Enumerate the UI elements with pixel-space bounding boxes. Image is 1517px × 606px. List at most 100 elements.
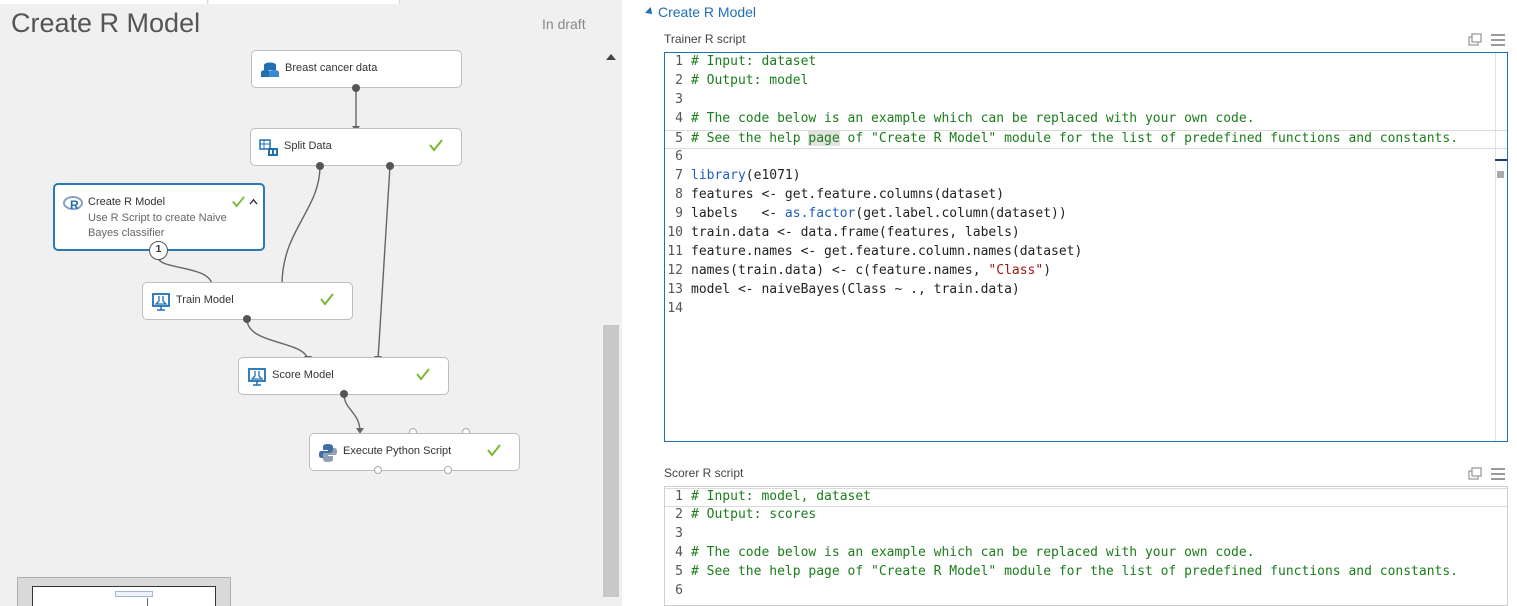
code-text: # Output: scores xyxy=(691,507,817,522)
node-split-data[interactable]: Split Data xyxy=(250,128,462,166)
line-number: 5 xyxy=(675,131,683,146)
check-icon xyxy=(320,293,334,306)
code-line[interactable]: 12 names(train.data) <- c(feature.names, … xyxy=(665,263,1507,282)
line-number: 9 xyxy=(675,206,683,221)
code-line[interactable]: 11 feature.names <- get.feature.column.na… xyxy=(665,244,1507,263)
line-number: 4 xyxy=(675,545,683,560)
code-line[interactable]: 4# The code below is an example which ca… xyxy=(665,111,1507,130)
panel-title[interactable]: Create R Model xyxy=(658,4,757,20)
code-line[interactable]: 6 xyxy=(665,149,1507,168)
tab-1[interactable] xyxy=(0,0,208,4)
code-text: # The code below is an example which can… xyxy=(691,545,1255,560)
split-data-icon xyxy=(259,139,278,156)
tab-2[interactable] xyxy=(209,0,400,4)
vertical-scrollbar[interactable] xyxy=(603,325,619,597)
minimap-edge xyxy=(147,598,148,606)
line-number: 1 xyxy=(675,54,683,69)
code-line[interactable]: 5# See the help page of "Create R Model"… xyxy=(665,130,1507,149)
output-port[interactable] xyxy=(444,466,452,474)
node-train-model[interactable]: Train Model xyxy=(142,282,353,320)
line-number: 11 xyxy=(667,244,683,259)
edge-train-score xyxy=(246,318,309,361)
minimap-viewport[interactable] xyxy=(32,586,216,606)
code-line[interactable]: 2 # Output: scores xyxy=(665,507,1507,526)
check-icon xyxy=(487,444,501,457)
code-text: # Output: model xyxy=(691,73,809,88)
svg-text:R: R xyxy=(70,198,79,212)
node-label: Create R Model xyxy=(88,196,166,208)
line-number: 3 xyxy=(675,526,683,541)
tab-strip xyxy=(0,0,400,4)
line-number: 14 xyxy=(667,301,683,316)
node-label: Breast cancer data xyxy=(285,62,378,74)
output-port[interactable] xyxy=(316,162,324,170)
node-label: Score Model xyxy=(272,369,334,381)
check-icon xyxy=(232,196,245,208)
output-port[interactable] xyxy=(243,315,251,323)
node-label: Split Data xyxy=(284,140,332,152)
editor-scroll-marker xyxy=(1495,159,1507,161)
trainer-tools xyxy=(1468,33,1505,46)
code-line[interactable]: 1 # Input: dataset xyxy=(665,54,1507,73)
code-text: # Input: dataset xyxy=(691,54,817,69)
line-number: 10 xyxy=(667,225,683,240)
line-number: 1 xyxy=(675,489,683,504)
python-icon xyxy=(319,444,337,462)
scorer-script-label: Scorer R script xyxy=(664,466,744,480)
draft-status: In draft xyxy=(542,16,586,32)
code-line[interactable]: 4 # The code below is an example which ca… xyxy=(665,545,1507,564)
editor-scroll-thumb[interactable] xyxy=(1497,171,1504,178)
minimap[interactable] xyxy=(17,577,231,606)
output-port[interactable] xyxy=(340,390,348,398)
code-line[interactable]: 5 # See the help page of "Create R Model"… xyxy=(665,564,1507,583)
badge-number: 1 xyxy=(155,244,162,255)
node-label: Execute Python Script xyxy=(343,445,452,457)
properties-panel: Create R Model Trainer R script 1# Input… xyxy=(622,0,1517,606)
node-score-model[interactable]: Score Model xyxy=(238,357,449,395)
edge-split-score xyxy=(377,165,391,361)
popout-icon xyxy=(1468,467,1482,480)
scorer-tools xyxy=(1468,467,1505,480)
code-text: feature.names <- get.feature.column.name… xyxy=(691,244,1083,259)
line-number: 12 xyxy=(667,263,683,278)
code-line[interactable]: 14 xyxy=(665,301,1507,320)
check-icon xyxy=(429,139,443,152)
menu-icon xyxy=(1491,34,1505,46)
output-port[interactable] xyxy=(374,466,382,474)
line-number: 6 xyxy=(675,149,683,164)
line-number: 7 xyxy=(675,168,683,183)
code-line[interactable]: 2# Output: model xyxy=(665,73,1507,92)
collapse-caret-icon[interactable] xyxy=(645,7,655,17)
code-line[interactable]: 1# Input: model, dataset xyxy=(665,488,1507,507)
code-line[interactable]: 6 xyxy=(665,583,1507,602)
line-number: 2 xyxy=(675,507,683,522)
node-breast-cancer-data[interactable]: Breast cancer data xyxy=(251,50,462,88)
code-line[interactable]: 7 library(e1071) xyxy=(665,168,1507,187)
score-model-icon xyxy=(248,368,266,386)
node-execute-python-script[interactable]: Execute Python Script xyxy=(309,433,520,471)
menu-icon xyxy=(1491,468,1505,480)
code-text: # See the help page of "Create R Model" … xyxy=(691,564,1459,579)
code-text: library(e1071) xyxy=(691,168,801,183)
code-line[interactable]: 3 xyxy=(665,526,1507,545)
output-port[interactable] xyxy=(352,84,360,92)
collapse-icon[interactable] xyxy=(249,198,258,205)
experiment-canvas[interactable]: Create R Model In draft xyxy=(0,0,622,606)
scroll-up-icon[interactable] xyxy=(606,54,616,60)
code-line[interactable]: 3 xyxy=(665,92,1507,111)
node-description: Use R Script to create Naive Bayes class… xyxy=(88,212,227,239)
line-number: 5 xyxy=(675,564,683,579)
line-number: 4 xyxy=(675,111,683,126)
code-text: names(train.data) <- c(feature.names, "C… xyxy=(691,263,1052,278)
edge-split-train xyxy=(281,165,321,286)
output-badge[interactable]: 1 xyxy=(149,241,168,260)
editor-scrollbar[interactable] xyxy=(1495,53,1507,441)
edge-rmodel-train xyxy=(157,256,213,286)
output-port[interactable] xyxy=(386,162,394,170)
